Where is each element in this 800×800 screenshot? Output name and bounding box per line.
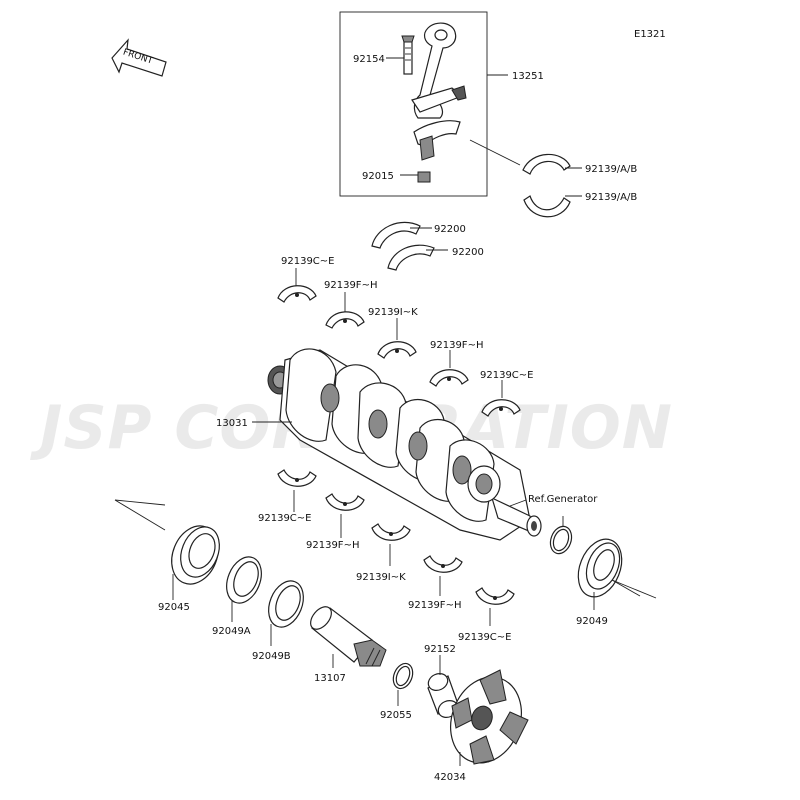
oil-seal-92049a (226, 556, 262, 604)
part-label-92139ab-1: 92139/A/B (585, 164, 637, 175)
thrust-washer-1 (371, 221, 421, 249)
part-label-92139ce-bot-2: 92139C~E (458, 632, 512, 643)
part-label-92139ce-bot-1: 92139C~E (258, 513, 312, 524)
front-arrow-icon: FRONT (111, 38, 167, 77)
part-label-92049b: 92049B (252, 651, 291, 662)
part-label-92139fh-top-2: 92139F~H (430, 340, 483, 351)
main-bearing-lower-4 (423, 555, 463, 573)
part-label-92200-2: 92200 (452, 247, 484, 258)
oil-seal-ring (549, 525, 573, 555)
part-label-92049a: 92049A (212, 626, 251, 637)
oil-seal-92049b (268, 580, 304, 628)
part-label-92045: 92045 (158, 602, 190, 613)
connecting-rod (411, 22, 467, 119)
part-label-92139fh-top-1: 92139F~H (324, 280, 377, 291)
part-label-92049: 92049 (576, 616, 608, 627)
ball-bearing-92045 (171, 525, 220, 585)
main-bearing-upper-4 (429, 369, 469, 387)
part-label-92139ab-2: 92139/A/B (585, 192, 637, 203)
part-label-92139fh-bot-2: 92139F~H (408, 600, 461, 611)
connecting-rod-cap (413, 120, 461, 161)
part-label-92139ce-top-1: 92139C~E (281, 256, 335, 267)
main-bearing-upper-5 (481, 399, 521, 417)
shaft-13107 (310, 606, 387, 667)
main-bearing-upper-2 (325, 311, 365, 329)
conrod-bearing-lower (523, 195, 571, 218)
ref-generator-label: Ref.Generator (528, 494, 598, 505)
part-label-13031: 13031 (216, 418, 248, 429)
main-bearing-lower-1 (277, 469, 317, 487)
part-label-92139ik-bot: 92139I~K (356, 572, 406, 583)
part-label-92139ce-top-2: 92139C~E (480, 370, 534, 381)
connecting-rod-nut (417, 171, 431, 183)
part-label-92139ik-top: 92139I~K (368, 307, 418, 318)
part-label-42034: 42034 (434, 772, 466, 783)
main-bearing-upper-1 (277, 285, 317, 303)
part-label-92139fh-bot-1: 92139F~H (306, 540, 359, 551)
connecting-rod-bolt (401, 35, 415, 75)
part-label-92015: 92015 (362, 171, 394, 182)
part-label-13251: 13251 (512, 71, 544, 82)
main-bearing-lower-3 (371, 523, 411, 541)
main-bearing-upper-3 (377, 341, 417, 359)
oil-seal-92049 (577, 538, 623, 598)
part-label-92200-1: 92200 (434, 224, 466, 235)
diagram-id: E1321 (634, 29, 666, 40)
circlip-92055 (392, 662, 414, 690)
main-bearing-lower-2 (325, 493, 365, 511)
connecting-rod-group-box (339, 11, 488, 197)
crankshaft (267, 348, 542, 541)
coupling-42034 (450, 669, 529, 765)
part-label-13107: 13107 (314, 673, 346, 684)
part-label-92152: 92152 (424, 644, 456, 655)
conrod-bearing-upper (522, 153, 571, 175)
part-label-92055: 92055 (380, 710, 412, 721)
main-bearing-lower-5 (475, 587, 515, 605)
thrust-washer-2 (387, 244, 435, 271)
part-label-92154: 92154 (353, 54, 385, 65)
